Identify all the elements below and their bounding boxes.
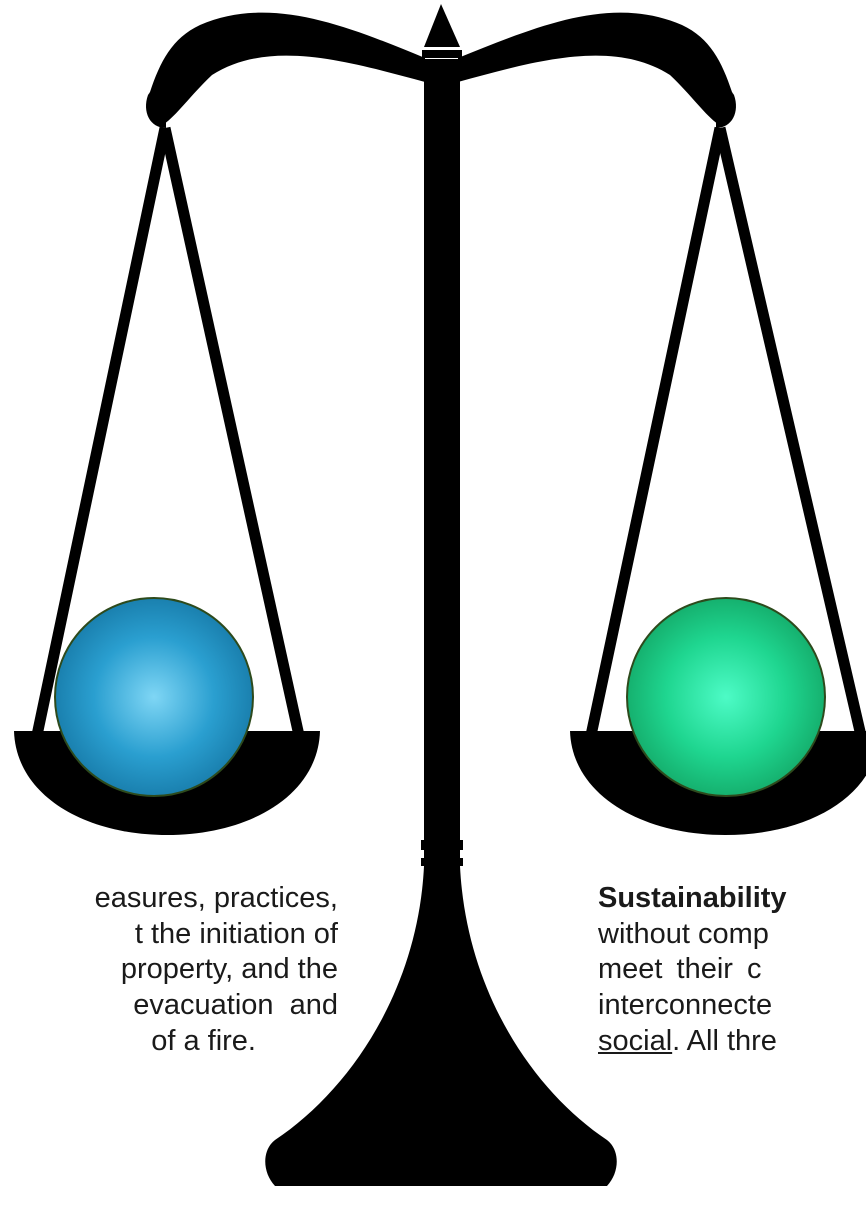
social-term: social [598,1024,673,1057]
left-text-line: easures, practices, [94,882,338,914]
fire-safety-definition-text: easures, practices, t the initiation of … [0,881,350,1101]
right-text-line: without comp [598,917,769,950]
green-sphere-icon [626,597,826,797]
left-text-line: of a fire. [151,1024,256,1057]
right-text-line: . All thre [672,1024,777,1057]
left-text-line: t the initiation of [134,917,338,950]
blue-sphere-icon [54,597,254,797]
left-text-line: property, and the [120,953,338,986]
sustainability-term: Sustainability [598,882,787,914]
left-text-line: evacuation and [133,988,338,1021]
sustainability-definition-text: Sustainability without comp meet their c… [598,881,866,1101]
right-text-line: interconnecte [598,988,773,1021]
right-text-line: meet their c [598,953,762,986]
